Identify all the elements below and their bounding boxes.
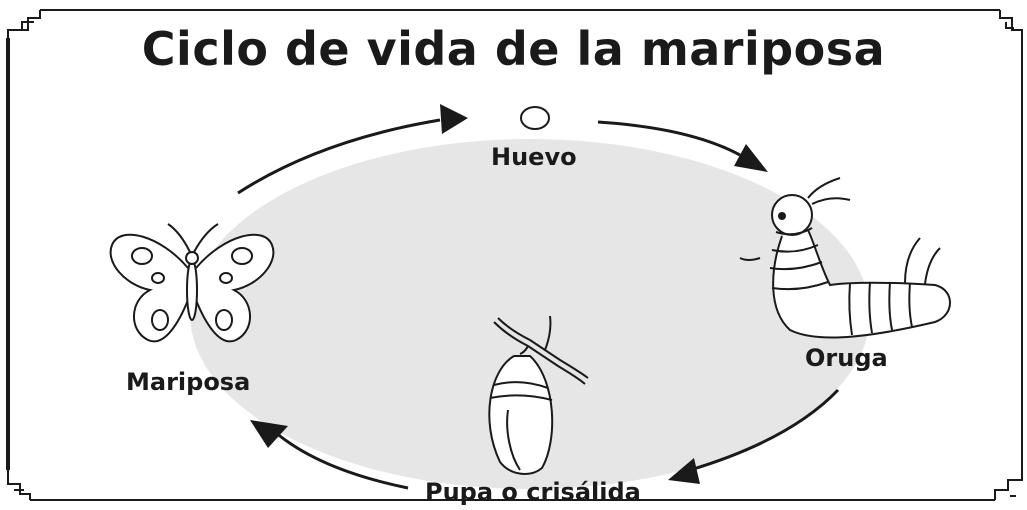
caterpillar-icon [739,177,951,339]
arrow-butterfly-to-egg [237,118,441,195]
chrysalis-icon [488,315,589,475]
butterfly-icon [109,223,275,343]
decorative-frame [6,9,1023,501]
stage-label-butterfly: Mariposa [126,368,251,396]
arrow-egg-to-caterpillar [597,120,741,157]
arrowhead-2 [734,144,768,172]
arrowhead-1 [440,104,468,134]
egg-icon [520,106,550,130]
cycle-arrows [237,118,840,490]
diagram-title: Ciclo de vida de la mariposa [141,22,886,76]
cycle-oval [190,139,870,489]
arrowhead-3 [668,458,700,484]
stage-label-pupa: Pupa o crisálida [425,478,641,506]
arrow-pupa-to-butterfly [274,430,409,490]
stage-label-caterpillar: Oruga [805,344,888,372]
arrowhead-4 [250,420,288,448]
arrow-caterpillar-to-pupa [689,388,840,472]
stage-label-egg: Huevo [491,143,577,171]
